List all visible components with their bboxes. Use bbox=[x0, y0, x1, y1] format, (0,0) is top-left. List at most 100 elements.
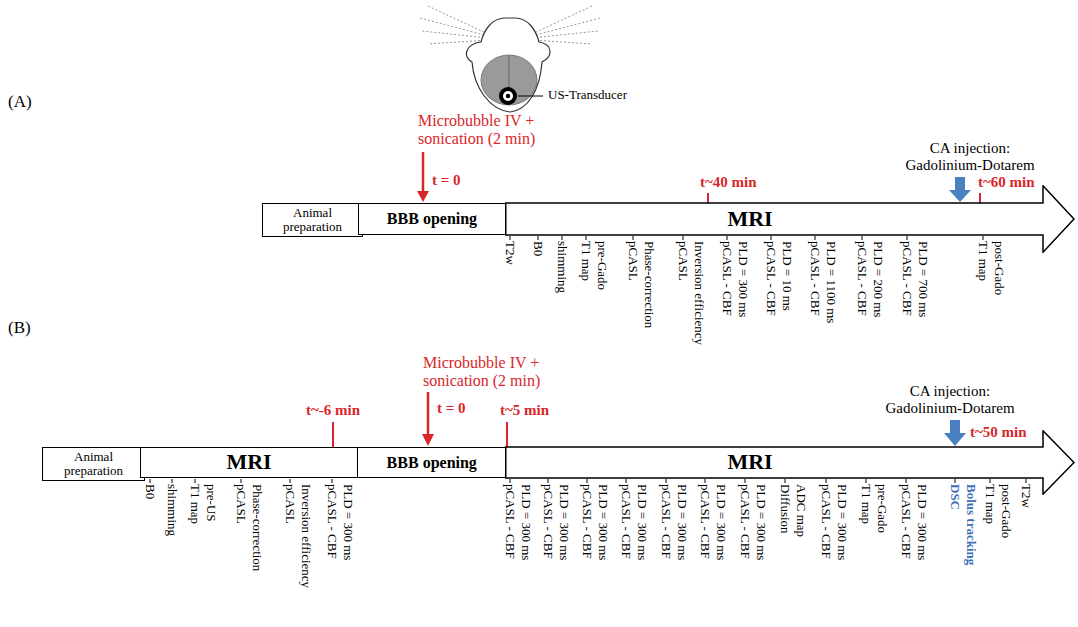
scan-tick bbox=[538, 236, 539, 240]
scan-tick bbox=[241, 479, 242, 483]
time-marker: t~50 min bbox=[970, 424, 1027, 441]
scan-label: shimming bbox=[555, 241, 570, 293]
scan-label: PLD = 700 ms bbox=[916, 241, 931, 317]
scan-label: pCASL - CBF bbox=[855, 241, 870, 316]
contrast-arrow bbox=[950, 420, 960, 434]
scan-tick bbox=[862, 236, 863, 240]
scan-label: pCASL - CBF bbox=[541, 484, 556, 559]
scan-label: pCASL - CBF bbox=[900, 241, 915, 316]
scan-label: T1 map bbox=[983, 484, 998, 524]
scan-label: pCASL - CBF bbox=[764, 241, 779, 316]
scan-label: Phase-correction bbox=[250, 484, 265, 571]
time-tick bbox=[979, 193, 981, 203]
scan-tick bbox=[983, 236, 984, 240]
callout-label: US-Transducer bbox=[546, 88, 629, 103]
scan-label: post-Gado bbox=[992, 241, 1007, 295]
leader-line bbox=[518, 96, 543, 97]
scan-tick bbox=[510, 236, 511, 240]
scan-label: T1 map bbox=[859, 484, 874, 524]
scan-label: PLD = 300 ms bbox=[519, 484, 534, 560]
scan-label: Inversion efficiency bbox=[692, 241, 707, 345]
panel-letter: (A) bbox=[8, 92, 32, 112]
scan-label: pCASL - CBF bbox=[819, 484, 834, 559]
box-label: MRI bbox=[727, 207, 772, 231]
scan-label: pCASL bbox=[234, 484, 249, 524]
box-label: MRI bbox=[727, 450, 772, 474]
scan-label: Inversion efficiency bbox=[299, 484, 314, 588]
box-label: Animal preparation bbox=[43, 450, 144, 479]
scan-label: pCASL - CBF bbox=[659, 484, 674, 559]
scan-label: pCASL - CBF bbox=[899, 484, 914, 559]
box-label: BBB opening bbox=[384, 454, 480, 472]
scan-tick bbox=[1026, 479, 1027, 483]
scan-tick bbox=[683, 236, 684, 240]
scan-label: Bolus tracking bbox=[964, 484, 979, 565]
event-note: CA injection: Gadolinium-Dotarem bbox=[900, 140, 1040, 175]
time-marker: t~60 min bbox=[978, 174, 1035, 191]
box-label: BBB opening bbox=[384, 210, 480, 228]
scan-label: pCASL - CBF bbox=[619, 484, 634, 559]
scan-label: pCASL - CBF bbox=[580, 484, 595, 559]
scan-label: pCASL - CBF bbox=[325, 484, 340, 559]
event-note: Microbubble IV + sonication (2 min) bbox=[418, 112, 578, 149]
time-marker: t = 0 bbox=[437, 400, 466, 417]
scan-label: T1 map bbox=[976, 241, 991, 281]
scan-tick bbox=[866, 479, 867, 483]
scan-label: pre-Gado bbox=[875, 484, 890, 533]
timeline-box: Animal preparation bbox=[42, 447, 145, 481]
scan-label: Phase-correction bbox=[642, 241, 657, 328]
sonication-arrowhead bbox=[417, 191, 429, 202]
scan-tick bbox=[771, 236, 772, 240]
contrast-arrowhead bbox=[944, 433, 966, 446]
scan-label: DSC bbox=[948, 484, 963, 510]
scan-tick bbox=[815, 236, 816, 240]
time-tick bbox=[707, 193, 709, 203]
us-transducer bbox=[499, 87, 517, 105]
time-marker: t~5 min bbox=[500, 402, 549, 419]
scan-tick bbox=[562, 236, 563, 240]
scan-tick bbox=[172, 479, 173, 483]
box-label: MRI bbox=[223, 450, 274, 474]
us-transducer-ring bbox=[503, 91, 513, 101]
sonication-arrow bbox=[427, 392, 430, 435]
scan-label: PLD = 300 ms bbox=[835, 484, 850, 560]
scan-tick bbox=[195, 479, 196, 483]
event-note: CA injection: Gadolinium-Dotarem bbox=[880, 383, 1020, 418]
scan-label: shimming bbox=[165, 484, 180, 536]
time-marker: t~-6 min bbox=[306, 402, 360, 419]
scan-label: pCASL - CBF bbox=[503, 484, 518, 559]
scan-label: PLD = 1100 ms bbox=[824, 241, 839, 323]
scan-tick bbox=[548, 479, 549, 483]
scan-tick bbox=[633, 236, 634, 240]
scan-label: PLD = 300 ms bbox=[635, 484, 650, 560]
sonication-arrow bbox=[422, 152, 425, 192]
timeline-box: BBB opening bbox=[357, 447, 507, 478]
scan-label: pCASL - CBF bbox=[808, 241, 823, 316]
scan-label: T2w bbox=[503, 241, 518, 265]
contrast-arrow bbox=[955, 177, 965, 191]
scan-label: ADC map bbox=[794, 484, 809, 537]
scan-label: pCASL - CBF bbox=[698, 484, 713, 559]
scan-label: T2w bbox=[1019, 484, 1034, 508]
scan-label: Diffusion bbox=[778, 484, 793, 534]
rat-head bbox=[466, 18, 549, 112]
scan-tick bbox=[510, 479, 511, 483]
scan-label: PLD = 10 ms bbox=[780, 241, 795, 311]
scan-tick bbox=[705, 479, 706, 483]
scan-tick bbox=[990, 479, 991, 483]
time-tick bbox=[506, 422, 508, 447]
scan-label: pre-Gado bbox=[595, 241, 610, 290]
scan-tick bbox=[826, 479, 827, 483]
contrast-arrowhead bbox=[949, 190, 971, 202]
scan-label: PLD = 300 ms bbox=[714, 484, 729, 560]
scan-tick bbox=[587, 479, 588, 483]
scan-label: pCASL bbox=[626, 241, 641, 281]
scan-label: T1 map bbox=[579, 241, 594, 281]
scan-label: post-Gado bbox=[999, 484, 1014, 538]
scan-label: PLD = 200 ms bbox=[871, 241, 886, 317]
event-note: Microbubble IV + sonication (2 min) bbox=[423, 354, 583, 391]
scan-label: PLD = 300 ms bbox=[341, 484, 356, 560]
us-transducer-core bbox=[506, 94, 510, 98]
scan-label: PLD = 300 ms bbox=[915, 484, 930, 560]
